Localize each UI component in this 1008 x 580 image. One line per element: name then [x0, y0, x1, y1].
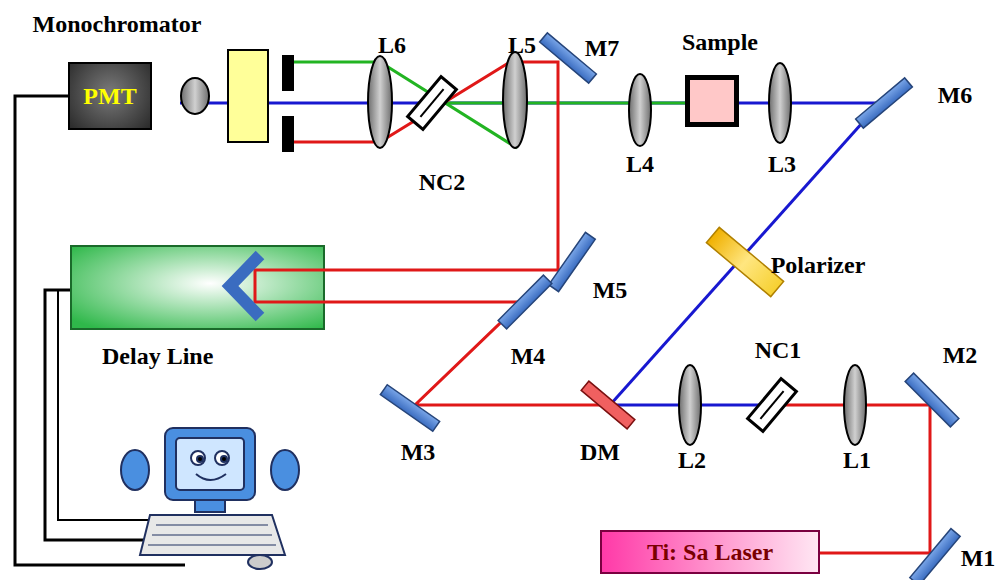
computer-icon	[271, 450, 299, 490]
component-label: M1	[961, 546, 996, 570]
computer-icon	[196, 474, 226, 480]
component-label: L2	[678, 448, 706, 472]
collection-lens	[181, 78, 209, 114]
component-label: M5	[593, 278, 628, 302]
lens	[629, 74, 651, 146]
red-beam	[255, 62, 930, 553]
mirror	[380, 385, 439, 432]
mirror	[498, 275, 552, 329]
monochromator-box	[228, 50, 268, 142]
delay-stage: Delay Line	[70, 245, 325, 370]
red-beam	[255, 270, 325, 302]
nonlinear-crystal	[408, 77, 457, 130]
computer-icon	[221, 456, 227, 462]
computer-icon	[191, 451, 205, 465]
dichroic-mirror	[581, 381, 635, 429]
component-label: NC1	[755, 338, 802, 362]
green-beam	[292, 62, 517, 148]
dichroic-mirror	[581, 381, 635, 429]
cuvette	[685, 75, 739, 127]
slit	[282, 55, 294, 91]
mirror	[856, 78, 913, 128]
lens	[844, 365, 866, 445]
component-label: M6	[938, 83, 973, 107]
node-title: Ti: Sa Laser	[647, 540, 773, 564]
computer-icon	[176, 438, 244, 490]
monochromator-box	[228, 50, 268, 142]
component-label: DM	[580, 440, 620, 464]
computer-icon	[215, 451, 229, 465]
sample-cell: Sample	[672, 30, 768, 130]
computer-icon	[148, 525, 276, 545]
signal-wire	[15, 96, 185, 565]
computer-icon	[195, 500, 225, 512]
signal-wire	[15, 96, 185, 565]
mirror	[549, 232, 596, 291]
component-label: L6	[378, 33, 406, 57]
retroreflector	[230, 255, 260, 317]
nonlinear-crystal	[420, 89, 443, 117]
computer-icon	[140, 515, 285, 555]
mirror	[905, 373, 959, 427]
nonlinear-crystal	[408, 77, 797, 432]
computer-icon	[165, 428, 255, 500]
computer-icon	[121, 450, 149, 490]
slit	[282, 116, 294, 152]
nonlinear-crystal	[748, 379, 797, 432]
component-label: M2	[943, 343, 978, 367]
lens	[679, 365, 701, 445]
node-title: Delay Line	[102, 344, 213, 368]
component-label: M7	[585, 36, 620, 60]
collection-lens	[181, 78, 209, 114]
mirror	[910, 529, 960, 580]
component-label: L5	[508, 33, 536, 57]
computer-icon	[248, 555, 272, 569]
instrument-label: Monochromator	[33, 12, 202, 36]
node-title: Sample	[672, 30, 768, 54]
nonlinear-crystal	[760, 391, 783, 419]
detector-box: PMT	[68, 62, 152, 130]
lens	[368, 52, 866, 445]
component-label: M4	[511, 344, 546, 368]
slit	[282, 55, 294, 152]
delay-stage-body	[70, 245, 325, 330]
laser-box: Ti: Sa Laser	[600, 530, 820, 574]
component-label: L3	[768, 152, 796, 176]
delay-stage-outline	[71, 246, 324, 329]
component-label: M3	[401, 440, 436, 464]
computer-icon	[121, 428, 299, 569]
nonlinear-crystal	[748, 379, 797, 432]
mirror	[380, 33, 960, 580]
node-title: PMT	[83, 84, 136, 108]
component-label: L1	[843, 448, 871, 472]
lens	[769, 63, 791, 143]
nonlinear-crystal	[408, 77, 457, 130]
blue-beam	[610, 103, 880, 405]
lens	[503, 52, 527, 148]
component-label: Polarizer	[771, 253, 866, 277]
component-label: L4	[626, 152, 654, 176]
lens	[368, 56, 392, 148]
computer-icon	[197, 456, 203, 462]
component-label: NC2	[419, 170, 466, 194]
